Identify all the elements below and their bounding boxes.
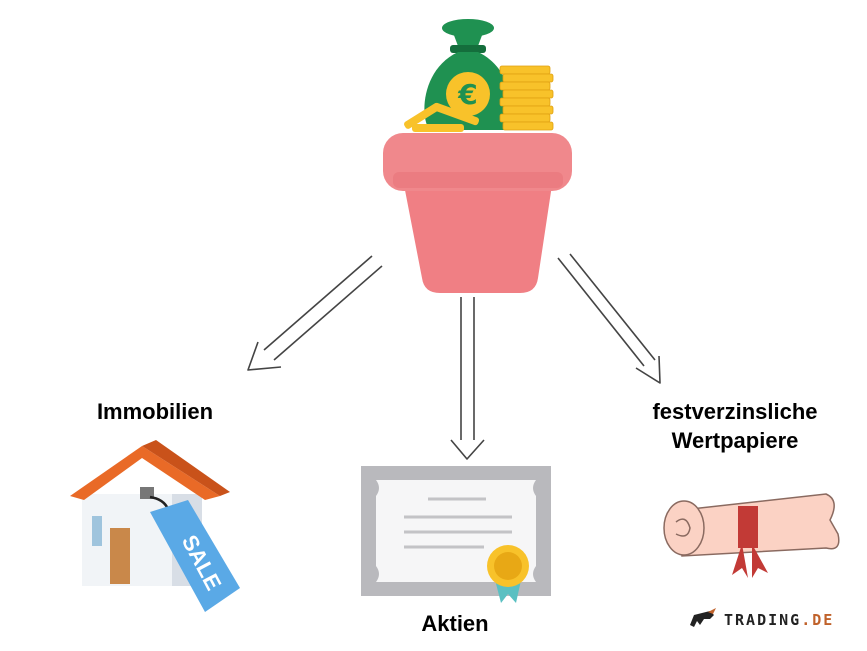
coin (502, 73, 554, 83)
scroll-icon (663, 493, 840, 578)
arrow-to-immobilien (247, 255, 383, 371)
label-line-2: Wertpapiere (671, 427, 799, 453)
coin (499, 81, 551, 91)
logo-name: TRADING (724, 611, 802, 629)
flower-pot-icon (383, 133, 572, 293)
logo-wordmark: TRADING.DE (724, 611, 834, 629)
label-aktien: Aktien (421, 611, 489, 636)
coin (499, 65, 551, 75)
bull-logo-icon (690, 608, 716, 627)
loose-coins-icon (404, 102, 480, 132)
label-festverzinsliche-wertpapiere: festverzinsliche Wertpapiere (615, 398, 855, 455)
label-immobilien: Immobilien (96, 399, 214, 424)
coin (502, 105, 554, 115)
coin (499, 113, 551, 123)
coin-stack-icon (499, 65, 554, 131)
label-line-1: festverzinsliche (652, 399, 818, 424)
arrow-to-wertpapiere (557, 253, 661, 384)
coin (502, 89, 554, 99)
coin (499, 97, 551, 107)
trading-de-logo[interactable]: TRADING.DE (686, 606, 836, 634)
arrow-to-aktien (450, 297, 485, 460)
coin (502, 121, 554, 131)
euro-symbol: € (457, 78, 477, 111)
money-bag-icon: € (424, 19, 512, 130)
certificate-icon (361, 466, 551, 603)
logo-suffix: .DE (801, 611, 835, 629)
house-icon: SALE (70, 440, 240, 612)
